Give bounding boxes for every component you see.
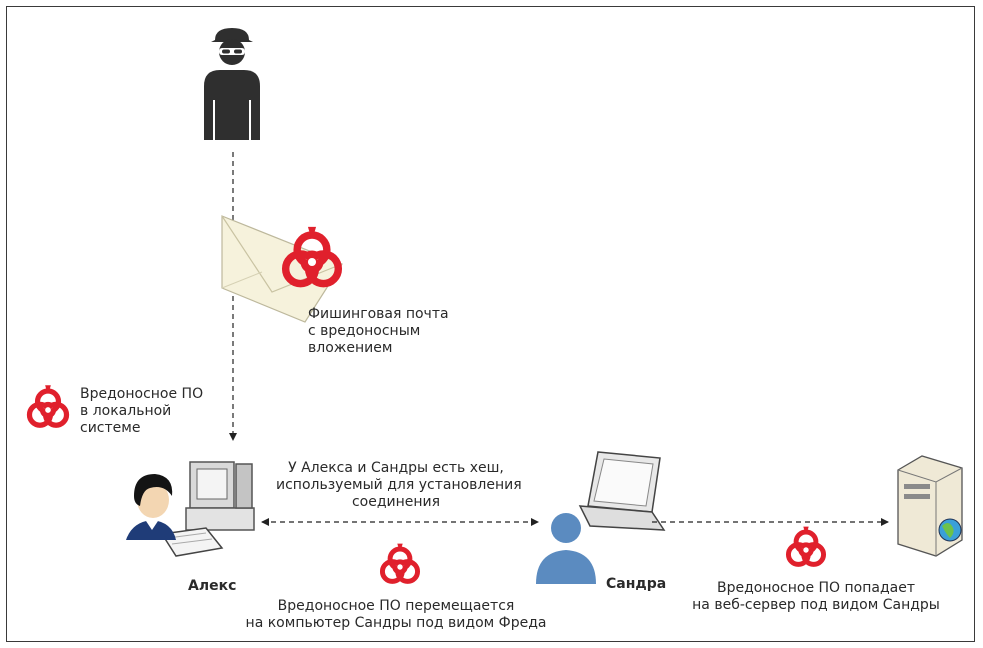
laptop-icon <box>578 451 666 531</box>
sandra-name: Сандра <box>606 576 667 592</box>
biohazard-icon <box>788 527 823 565</box>
hacker-icon <box>204 28 260 140</box>
phishing-label: Фишинговая почта с вредоносным вложением <box>308 306 449 356</box>
alex-name: Алекс <box>188 578 237 594</box>
biohazard-icon <box>29 385 66 425</box>
desktop-computer-icon <box>160 461 255 557</box>
user-icon <box>126 474 176 540</box>
web-server-icon <box>897 455 963 557</box>
hash-label: У Алекса и Сандры есть хеш, используемый… <box>276 460 522 510</box>
biohazard-icon <box>382 544 417 582</box>
move-label: Вредоносное ПО перемещается на компьютер… <box>245 598 547 631</box>
diagram-frame <box>6 6 975 642</box>
local-malware-label: Вредоносное ПО в локальной системе <box>80 386 204 436</box>
server-label: Вредоносное ПО попадает на веб-сервер по… <box>692 580 940 613</box>
user-silhouette-icon <box>536 513 596 584</box>
